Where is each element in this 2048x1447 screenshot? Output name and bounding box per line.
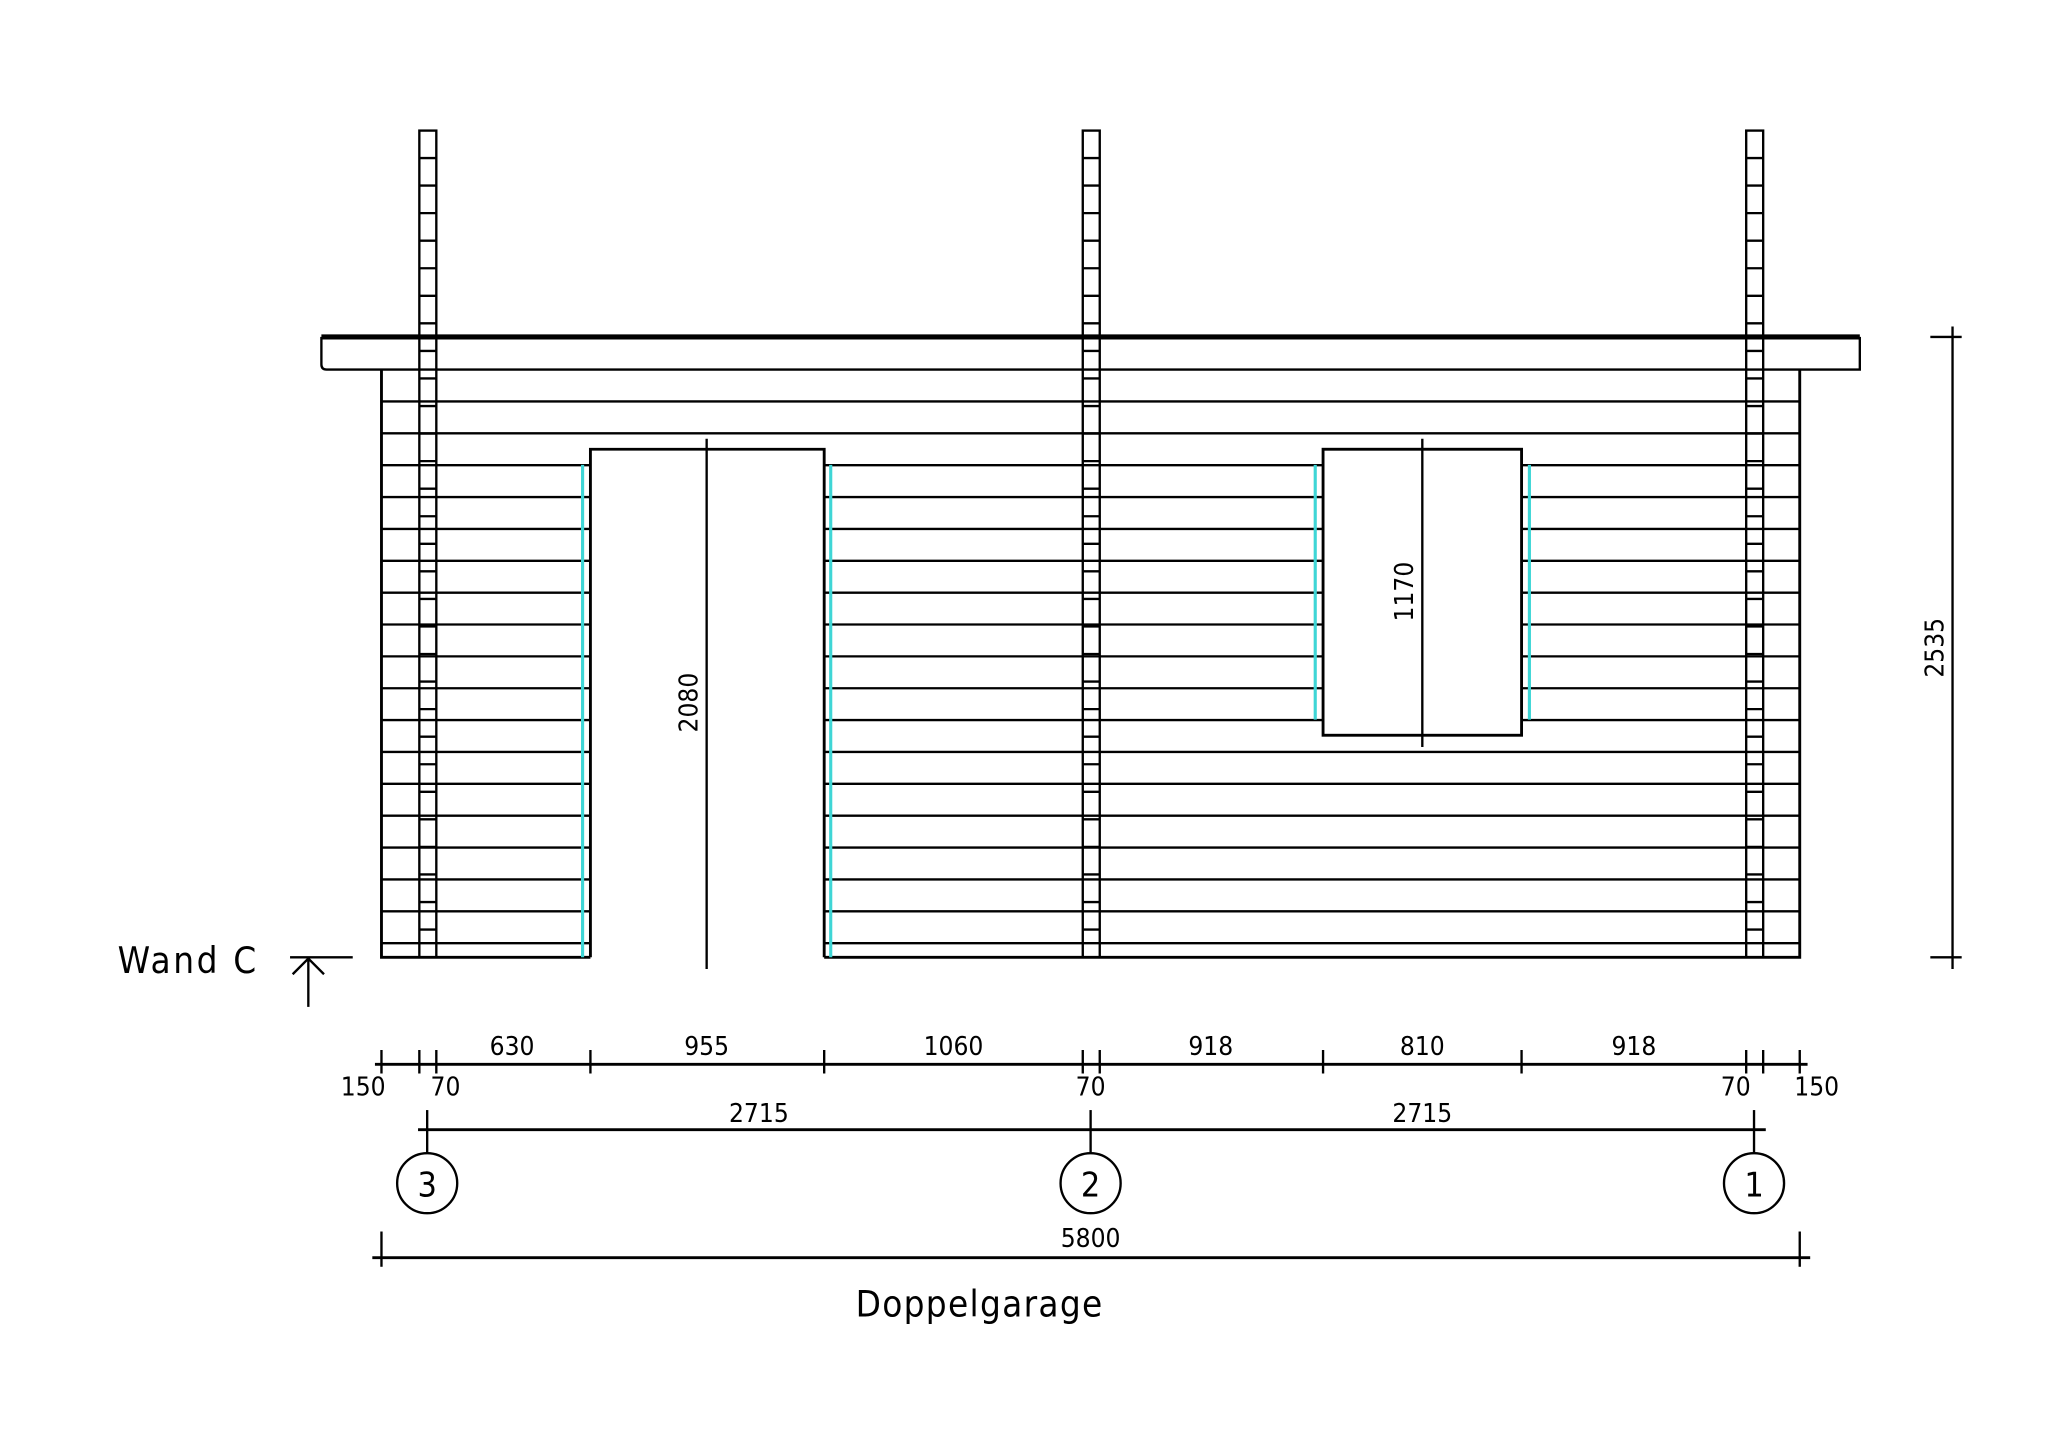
- axis-span-label: 2715: [1392, 1099, 1452, 1129]
- posts: [418, 129, 1765, 959]
- segment-label: 955: [684, 1032, 729, 1062]
- arrow-head-icon: [291, 956, 325, 976]
- axis-label: 3: [417, 1165, 436, 1205]
- segment-label: 150: [1794, 1073, 1839, 1103]
- segment-label: 70: [1721, 1073, 1751, 1103]
- segment-label: 150: [341, 1073, 386, 1103]
- segment-ticks: [380, 1049, 1801, 1074]
- window-height-label: 1170: [1390, 562, 1420, 622]
- axis-span-label: 2715: [729, 1099, 789, 1129]
- segment-label: 918: [1188, 1032, 1233, 1062]
- axis-marker-3: 3: [395, 1110, 459, 1215]
- segment-label: 1060: [924, 1032, 984, 1062]
- drawing-title: Doppelgarage: [856, 1282, 1104, 1325]
- total-width-label: 5800: [1061, 1224, 1121, 1254]
- wall-label: Wand C: [118, 939, 259, 982]
- wall-boards: [381, 400, 1800, 945]
- segment-label: 70: [1076, 1073, 1106, 1103]
- segment-label: 630: [490, 1032, 535, 1062]
- axis-marker-2: 2: [1059, 1110, 1122, 1215]
- axis-marker-1: 1: [1722, 1110, 1786, 1215]
- axis-label: 1: [1744, 1165, 1763, 1205]
- roof-fascia: [320, 336, 1861, 371]
- segment-label: 70: [431, 1073, 461, 1103]
- segment-label: 918: [1611, 1032, 1656, 1062]
- wall-outline: [380, 369, 1802, 959]
- segment-label: 810: [1400, 1032, 1445, 1062]
- total-height-label: 2535: [1920, 618, 1950, 678]
- axis-label: 2: [1081, 1165, 1100, 1205]
- door-height-label: 2080: [675, 673, 705, 733]
